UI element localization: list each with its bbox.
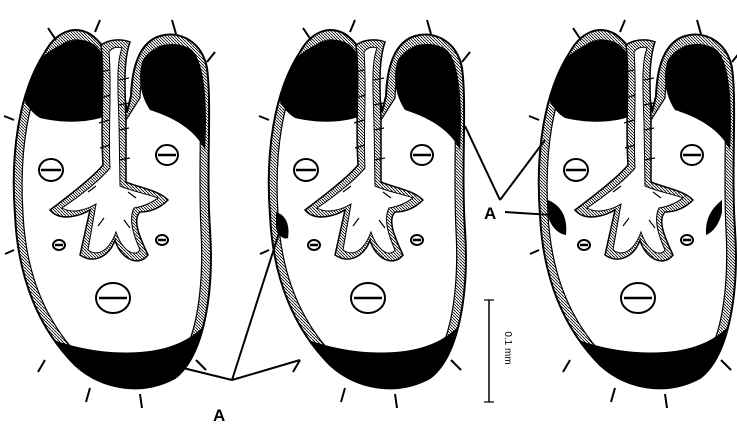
cross-section-left (4, 20, 215, 408)
cross-section-middle (259, 20, 470, 408)
label-a-right: A (484, 204, 496, 223)
label-a-bottom: A (213, 406, 225, 425)
scale-bar-label: 0.1 mm (502, 331, 513, 364)
cross-section-right (529, 20, 737, 408)
scale-bar (484, 300, 494, 402)
